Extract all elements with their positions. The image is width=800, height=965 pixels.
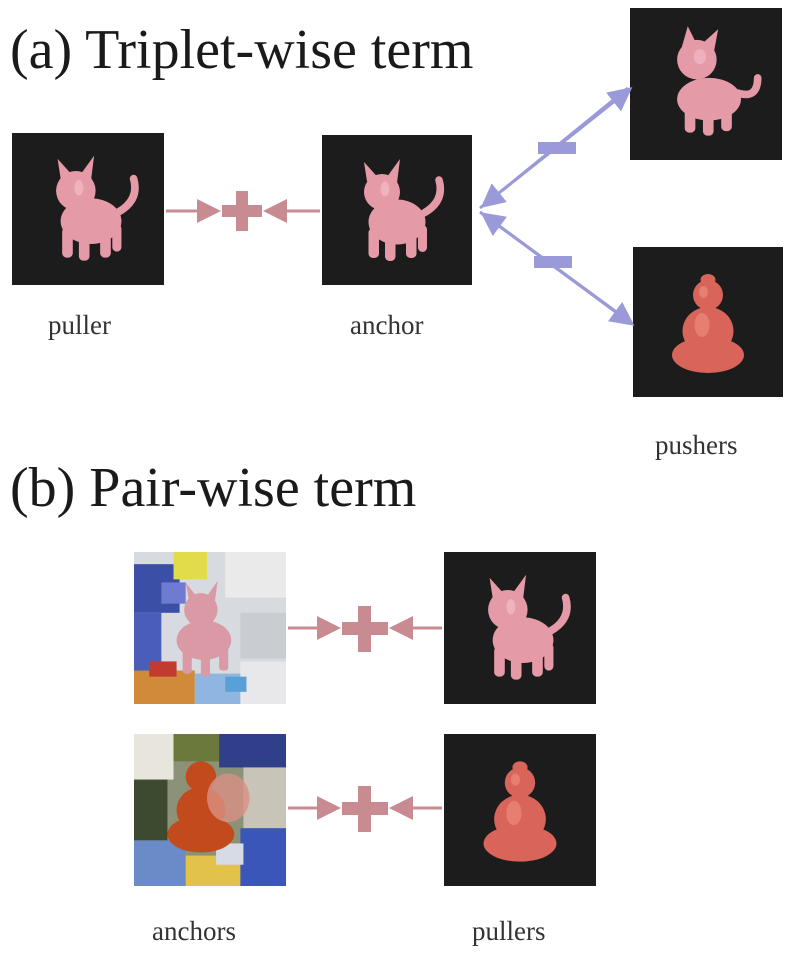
- anchor-render-cat: [322, 135, 472, 285]
- pusher-render-cat: [630, 8, 782, 160]
- section-a-title: (a) Triplet-wise term: [10, 19, 474, 81]
- puller-render-buddha: [444, 734, 596, 886]
- plus-sign-icon: [342, 786, 388, 832]
- anchors-label: anchors: [152, 916, 236, 946]
- section-b-title: (b) Pair-wise term: [10, 457, 417, 519]
- pull-connector-b1: [288, 606, 442, 652]
- puller-render-cat-2: [444, 552, 596, 704]
- anchor-photo-cat: [134, 552, 286, 704]
- pull-connector-a: [166, 191, 320, 231]
- pull-connector-b2: [288, 786, 442, 832]
- puller-render-cat: [12, 133, 164, 285]
- plus-sign-icon: [342, 606, 388, 652]
- pusher-render-buddha: [633, 247, 783, 397]
- anchor-photo-buddha: [134, 734, 286, 886]
- pushers-label: pushers: [655, 430, 738, 460]
- push-connector-bottom: [479, 210, 635, 326]
- minus-sign-icon: [538, 142, 576, 154]
- anchor-label: anchor: [350, 310, 424, 340]
- pullers-label: pullers: [472, 916, 546, 946]
- push-connector-top: [479, 86, 633, 210]
- puller-label: puller: [48, 310, 111, 340]
- minus-sign-icon: [534, 256, 572, 268]
- plus-sign-icon: [222, 191, 262, 231]
